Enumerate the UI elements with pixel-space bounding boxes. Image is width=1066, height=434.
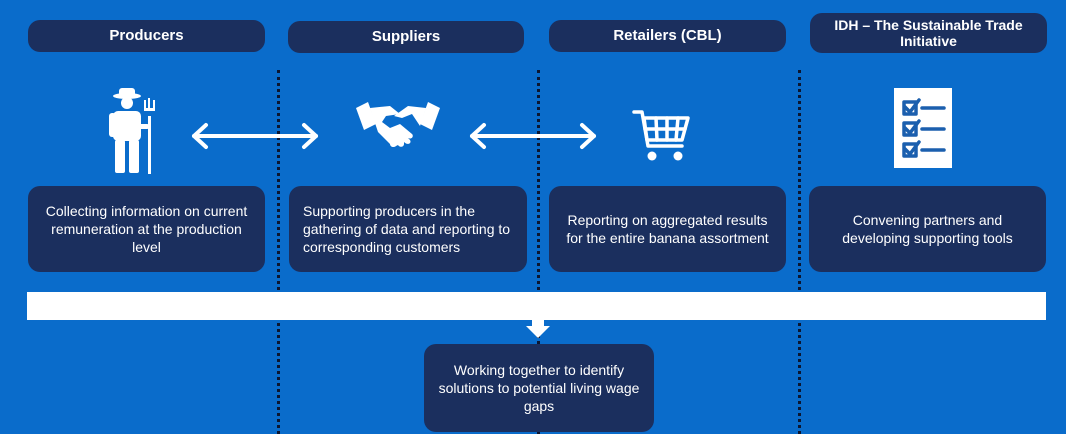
- down-arrow-icon: [526, 318, 550, 338]
- column-divider: [277, 70, 280, 434]
- retailers-description: Reporting on aggregated results for the …: [549, 186, 786, 272]
- handshake-icon: [356, 102, 440, 148]
- checklist-icon: [894, 88, 952, 168]
- header-retailers: Retailers (CBL): [549, 20, 786, 52]
- double-arrow-icon: [470, 123, 596, 149]
- header-idh: IDH – The Sustainable Trade Initiative: [810, 13, 1047, 53]
- shopping-cart-icon: [632, 110, 690, 161]
- double-arrow-icon: [192, 123, 318, 149]
- column-divider: [537, 70, 540, 434]
- suppliers-description: Supporting producers in the gathering of…: [289, 186, 527, 272]
- idh-description: Convening partners and developing suppor…: [809, 186, 1046, 272]
- collaboration-bar: [27, 292, 1046, 320]
- farmer-icon: [109, 88, 155, 174]
- producers-description: Collecting information on current remune…: [28, 186, 265, 272]
- column-divider: [798, 70, 801, 434]
- outcome-box: Working together to identify solutions t…: [424, 344, 654, 432]
- header-suppliers: Suppliers: [288, 21, 524, 53]
- header-producers: Producers: [28, 20, 265, 52]
